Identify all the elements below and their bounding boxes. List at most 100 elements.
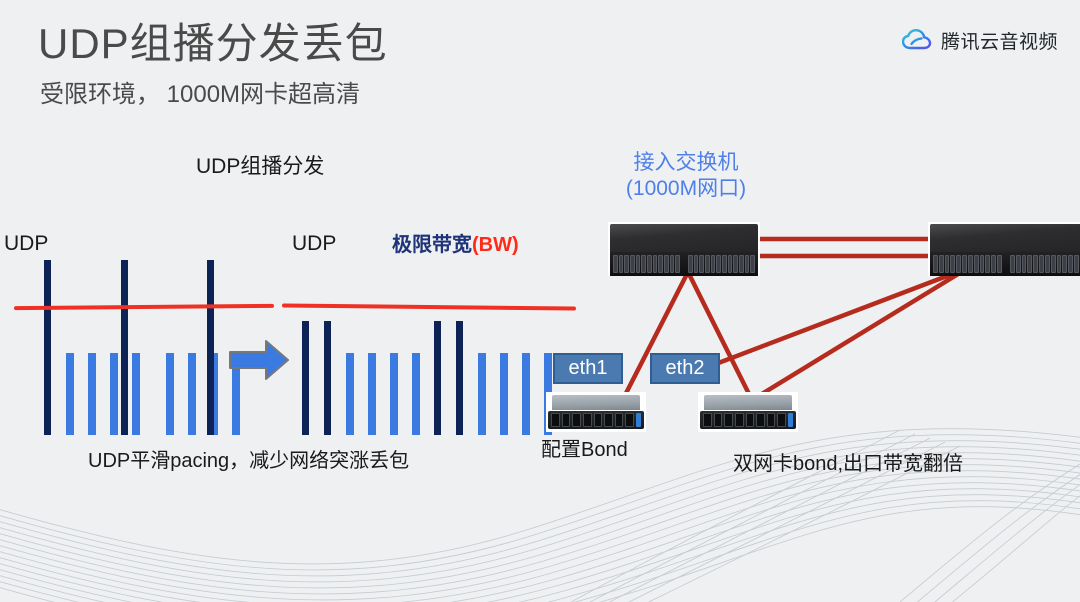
bar-chart-after — [0, 260, 577, 435]
switch-port[interactable] — [624, 255, 630, 273]
switch-port[interactable] — [647, 255, 652, 273]
packet-bar — [110, 353, 118, 435]
switch-port[interactable] — [658, 255, 664, 273]
switch-port-face — [610, 252, 758, 276]
switch-port[interactable] — [950, 255, 956, 273]
eth2-label[interactable]: eth2 — [650, 353, 720, 384]
switch-port[interactable] — [635, 255, 641, 273]
switch-port[interactable] — [997, 255, 1002, 273]
page-subtitle: 受限环境， 1000M网卡超高清 — [40, 81, 361, 108]
switch-port[interactable] — [967, 255, 973, 273]
switch-port[interactable] — [979, 255, 985, 273]
eth1-label[interactable]: eth1 — [553, 353, 623, 384]
switch-port-row — [610, 255, 758, 273]
burst-bar — [434, 321, 441, 435]
bandwidth-limit-label: 极限带宽(BW) — [392, 228, 519, 257]
switch-port[interactable] — [1033, 255, 1039, 273]
switch-port-face — [930, 252, 1080, 276]
logo-text: 腾讯云音视频 — [940, 32, 1058, 53]
switch-port[interactable] — [641, 255, 647, 273]
drive-bay — [582, 412, 592, 428]
switch-port[interactable] — [962, 255, 967, 273]
left-switch-to-server1 — [617, 269, 691, 408]
switch-port[interactable] — [750, 255, 756, 273]
server-drive-face — [700, 410, 796, 430]
drive-bay — [625, 412, 634, 428]
switch-port[interactable] — [1062, 255, 1068, 273]
switch-port[interactable] — [669, 255, 675, 273]
switch-port[interactable] — [705, 255, 710, 273]
switch-port[interactable] — [722, 255, 727, 273]
decorative-wave-background — [0, 428, 1080, 602]
switch-port[interactable] — [956, 255, 962, 273]
switch-port[interactable] — [991, 255, 997, 273]
switch-port[interactable] — [739, 255, 744, 273]
switch-title: 接入交换机 (1000M网口) — [538, 150, 834, 203]
server-2[interactable] — [698, 392, 798, 432]
packet-bar — [88, 353, 96, 435]
packet-bar — [412, 353, 420, 435]
switch-port[interactable] — [1039, 255, 1044, 273]
switch-port[interactable] — [699, 255, 705, 273]
burst-bar — [456, 321, 463, 435]
access-switch-right[interactable] — [928, 222, 1080, 276]
switch-top-panel — [930, 224, 1080, 254]
switch-port[interactable] — [613, 255, 618, 273]
page-title: UDP组播分发丢包 — [38, 20, 388, 67]
drive-bay — [703, 412, 712, 428]
switch-port[interactable] — [1050, 255, 1056, 273]
packet-bar — [368, 353, 376, 435]
bar-chart-before — [0, 260, 275, 435]
switch-port[interactable] — [973, 255, 979, 273]
server-top-panel — [551, 395, 641, 410]
port-group-2 — [1010, 255, 1079, 273]
switch-port[interactable] — [1010, 255, 1015, 273]
udp-label-before: UDP — [4, 232, 49, 255]
drive-bay — [777, 412, 786, 428]
switch-port[interactable] — [675, 255, 681, 273]
switch-port[interactable] — [744, 255, 750, 273]
switch-port[interactable] — [727, 255, 733, 273]
switch-port[interactable] — [1021, 255, 1027, 273]
switch-port[interactable] — [733, 255, 739, 273]
switch-port[interactable] — [938, 255, 944, 273]
switch-port[interactable] — [1015, 255, 1021, 273]
packet-bar — [66, 353, 74, 435]
packet-bar — [132, 353, 140, 435]
port-group-1 — [613, 255, 681, 273]
server-drive-face — [548, 410, 644, 430]
bandwidth-limit-label-en: (BW) — [472, 234, 519, 256]
server-status-led — [636, 412, 641, 428]
switch-chassis — [930, 224, 1080, 276]
access-switch-left[interactable] — [608, 222, 760, 276]
switch-port[interactable] — [652, 255, 658, 273]
switch-title-line2: (1000M网口) — [625, 177, 747, 201]
drive-bay — [766, 412, 776, 428]
switch-port[interactable] — [985, 255, 991, 273]
switch-port[interactable] — [1074, 255, 1079, 273]
switch-port[interactable] — [693, 255, 699, 273]
switch-port[interactable] — [688, 255, 693, 273]
server-chassis — [548, 394, 644, 430]
switch-port[interactable] — [933, 255, 938, 273]
right-arrow-icon — [229, 340, 289, 380]
packet-bar — [232, 353, 240, 435]
switch-port[interactable] — [1068, 255, 1074, 273]
switch-port[interactable] — [630, 255, 635, 273]
switch-port[interactable] — [1056, 255, 1062, 273]
switch-port[interactable] — [664, 255, 669, 273]
drive-bay — [561, 412, 571, 428]
switch-port[interactable] — [716, 255, 722, 273]
server-chassis — [700, 394, 796, 430]
switch-port[interactable] — [618, 255, 624, 273]
switch-port[interactable] — [1044, 255, 1050, 273]
switch-port[interactable] — [1027, 255, 1033, 273]
switch-port[interactable] — [710, 255, 716, 273]
bandwidth-limit-line — [281, 303, 577, 311]
burst-bar — [302, 321, 309, 435]
drive-bay — [756, 412, 765, 428]
server-1[interactable] — [546, 392, 646, 432]
server1-caption: 配置Bond — [541, 439, 628, 461]
switch-port[interactable] — [944, 255, 950, 273]
